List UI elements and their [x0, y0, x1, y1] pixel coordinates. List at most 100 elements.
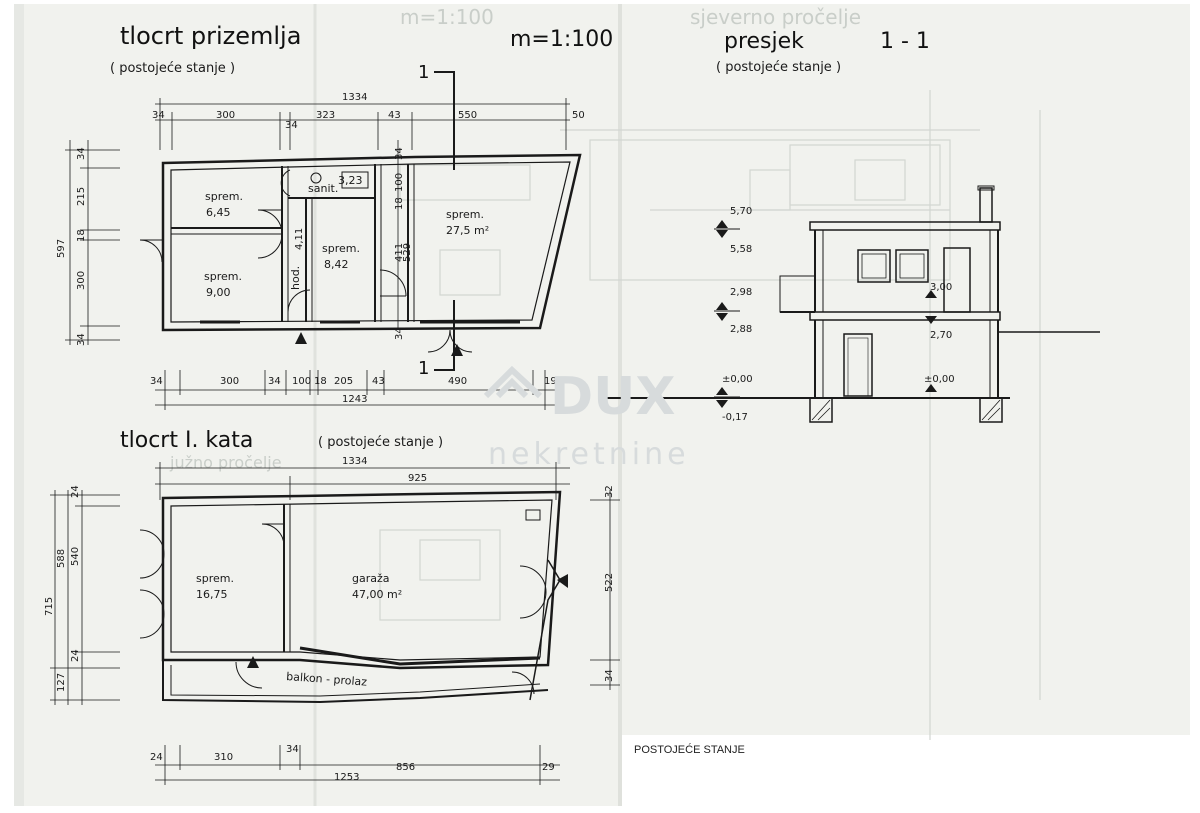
ghost-show-through [379, 90, 1041, 740]
gf-dim-bottom-9: 19 [544, 376, 557, 387]
gf-dim-inner-f: 34 [394, 147, 405, 160]
level-2-70: 2,70 [930, 330, 952, 341]
section-marker-top [434, 71, 455, 170]
gf-room-sprem-a-name: sprem. [205, 190, 243, 203]
ff-room-garaza-name: garaža [352, 572, 390, 585]
dux-watermark-logo [483, 365, 543, 399]
gf-room-sprem-c-area: 8,42 [324, 258, 349, 271]
scale-label: m=1:100 [510, 27, 613, 52]
gf-room-sprem-b-name: sprem. [204, 270, 242, 283]
ff-dim-bottom-4: 856 [396, 762, 415, 773]
ff-room-sprem-area: 16,75 [196, 588, 228, 601]
gf-room-hod: hod. [289, 266, 302, 290]
ground-floor-dimension-lines [65, 98, 570, 410]
gf-dim-overall-bottom: 1243 [342, 394, 367, 405]
gf-dim-bottom-2: 300 [220, 376, 239, 387]
level-5-58: 5,58 [730, 244, 752, 255]
gf-room-sprem-b-area: 9,00 [206, 286, 231, 299]
gf-dim-top-6: 550 [458, 110, 477, 121]
level-3-00: 3,00 [930, 282, 952, 293]
gf-room-sprem-d-name: sprem. [446, 208, 484, 221]
gf-dim-left-overall: 597 [56, 239, 67, 258]
gf-dim-top-5: 43 [388, 110, 401, 121]
ff-dim-bottom-1: 24 [150, 752, 163, 763]
ff-dim-overall-top: 1334 [342, 456, 367, 467]
first-floor-title: tlocrt I. kata [120, 428, 253, 453]
status-caption: POSTOJEĆE STANJE [634, 743, 745, 756]
gf-dim-top-4: 323 [316, 110, 335, 121]
gf-dim-top-7: 50 [572, 110, 585, 121]
ghost-south-facade-title: južno pročelje [169, 453, 282, 472]
ground-floor-subtitle: ( postojeće stanje ) [110, 61, 235, 76]
level-5-70: 5,70 [730, 206, 752, 217]
level-minus-0-17: -0,17 [722, 412, 748, 423]
section-number: 1 - 1 [880, 29, 930, 54]
section-subtitle: ( postojeće stanje ) [716, 60, 841, 75]
gf-dim-left-1: 34 [76, 147, 87, 160]
gf-dim-top-3: 34 [285, 120, 298, 131]
gf-room-sanit-name: sanit. [308, 182, 338, 195]
gf-room-sprem-d-area: 27,5 m² [446, 224, 489, 237]
first-floor-plan [139, 490, 568, 704]
ff-dim-left-3: 540 [70, 547, 81, 566]
watermark-brand: DUX [550, 367, 675, 427]
ff-dim-left-4: 24 [70, 649, 81, 662]
gf-dim-inner-d: 100 [394, 173, 405, 192]
gf-dim-bottom-6: 205 [334, 376, 353, 387]
ff-dim-bottom-2: 310 [214, 752, 233, 763]
gf-dim-inner-a: 4,11 [294, 228, 305, 250]
gf-dim-inner-c: 529 [402, 243, 413, 262]
gf-dim-bottom-4: 100 [292, 376, 311, 387]
ff-dim-left-5: 127 [56, 673, 67, 692]
level-2-88: 2,88 [730, 324, 752, 335]
gf-dim-left-4: 300 [76, 271, 87, 290]
ff-dim-right-3: 34 [604, 669, 615, 682]
ff-room-balkon: balkon - prolaz [286, 670, 368, 689]
ghost-facade-title: sjeverno pročelje [690, 5, 861, 29]
ff-dim-left-1: 24 [70, 485, 81, 498]
ff-dim-right-1: 32 [604, 485, 615, 498]
gf-dim-bottom-5: 18 [314, 376, 327, 387]
gf-dim-top-2: 300 [216, 110, 235, 121]
gf-dim-inner-e: 18 [394, 197, 405, 210]
gf-dim-left-3: 18 [76, 229, 87, 242]
gf-room-sprem-c-name: sprem. [322, 242, 360, 255]
gf-dim-bottom-3: 34 [268, 376, 281, 387]
gf-dim-bottom-8: 490 [448, 376, 467, 387]
first-floor-subtitle: ( postojeće stanje ) [318, 435, 443, 450]
ff-dim-bottom-5: 29 [542, 762, 555, 773]
first-floor-dimension-lines [50, 462, 620, 785]
watermark-tagline: nekretnine [488, 437, 690, 472]
ground-floor-plan [139, 153, 582, 356]
ghost-scale-text: m=1:100 [400, 5, 494, 29]
gf-room-sanit-area: 3,23 [338, 174, 363, 187]
gf-dim-overall-top: 1334 [342, 92, 367, 103]
gf-room-sprem-a-area: 6,45 [206, 206, 231, 219]
gf-dim-inner-b: 411 [394, 243, 405, 262]
gf-dim-bottom-7: 43 [372, 376, 385, 387]
gf-dim-bottom-1: 34 [150, 376, 163, 387]
level-2-98: 2,98 [730, 287, 752, 298]
section-title: presjek [724, 29, 804, 54]
white-corner-area [622, 735, 1200, 813]
level-zero-right: ±0,00 [924, 374, 955, 385]
ff-room-garaza-area: 47,00 m² [352, 588, 402, 601]
gf-dim-top-1: 34 [152, 110, 165, 121]
gf-dim-left-2: 215 [76, 187, 87, 206]
gf-dim-left-5: 34 [76, 333, 87, 346]
ff-dim-left-overall: 715 [44, 597, 55, 616]
level-zero-left: ±0,00 [722, 374, 753, 385]
ground-floor-title: tlocrt prizemlja [120, 22, 301, 50]
section-drawing [600, 185, 1100, 423]
ff-dim-overall-bottom: 1253 [334, 772, 359, 783]
ff-dim-right-2: 522 [604, 573, 615, 592]
section-marker-bottom-label: 1 [418, 358, 429, 379]
ff-dim-inner-top: 925 [408, 473, 427, 484]
section-marker-top-label: 1 [418, 62, 429, 83]
ff-dim-left-2: 588 [56, 549, 67, 568]
ff-room-sprem-name: sprem. [196, 572, 234, 585]
gf-dim-inner-g: 34 [394, 327, 405, 340]
ff-dim-bottom-3: 34 [286, 744, 299, 755]
